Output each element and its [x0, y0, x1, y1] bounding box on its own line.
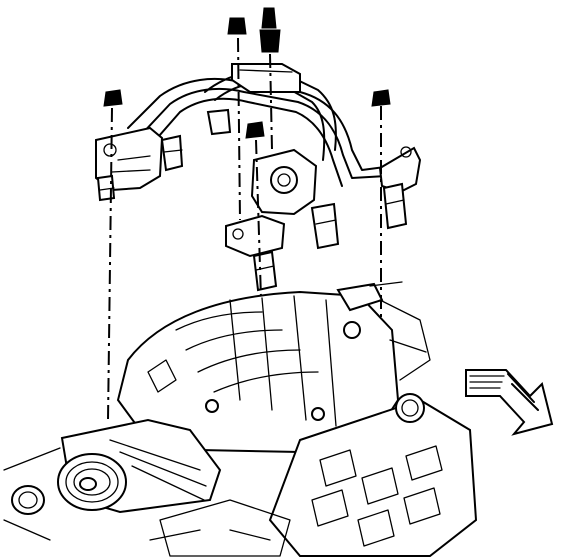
supercharger [116, 281, 403, 454]
drive-pulley [3, 418, 222, 541]
cylinder-head [149, 299, 478, 557]
retaining-bolt [103, 7, 391, 139]
direction-arrow [465, 369, 554, 436]
